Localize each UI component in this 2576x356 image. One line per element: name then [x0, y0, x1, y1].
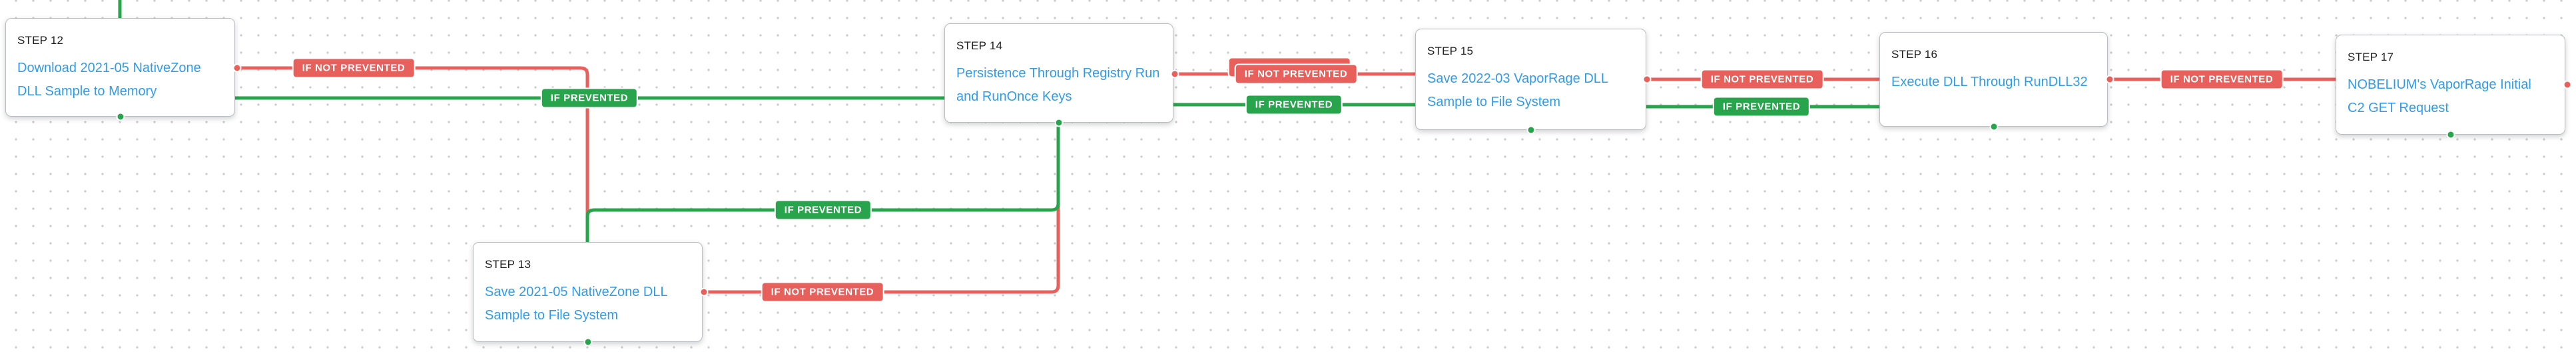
edge-step16-step17-red-source-dot[interactable]	[2105, 75, 2114, 84]
edge-step12-step13-red[interactable]	[237, 66, 589, 242]
step-scenario-link-step14[interactable]: Persistence Through Registry Run and Run…	[956, 66, 1160, 104]
edge-step12-step13-red-label[interactable]: IF NOT PREVENTED	[292, 57, 416, 79]
edge-step13-step14-green[interactable]	[585, 124, 1060, 242]
edge-step13-step14-red-source-dot[interactable]	[699, 287, 709, 297]
connector-port-green-step16[interactable]	[1989, 122, 1998, 131]
connector-port-green-step17[interactable]	[2446, 130, 2455, 139]
edge-step13-step14-red[interactable]	[704, 124, 1060, 294]
step-title-step17: STEP 17	[2348, 51, 2394, 63]
step-title-step14: STEP 14	[956, 39, 1003, 52]
connector-port-green-step14[interactable]	[1054, 118, 1064, 127]
edge-step15-step16-red-source-dot[interactable]	[1642, 75, 1652, 84]
step-scenario-link-step12[interactable]: Download 2021-05 NativeZone DLL Sample t…	[17, 61, 201, 99]
step-title-step16: STEP 16	[1891, 48, 1938, 61]
edge-step13-step14-red-label[interactable]: IF NOT PREVENTED	[761, 281, 884, 303]
connector-port-green-step12[interactable]	[116, 112, 125, 121]
step-title-step12: STEP 12	[17, 34, 64, 47]
step-title-step15: STEP 15	[1427, 45, 1474, 57]
edge-step17-out-red-source-dot[interactable]	[2563, 80, 2572, 89]
step-node-step17[interactable]: STEP 17 NOBELIUM's VaporRage Initial C2 G…	[2336, 35, 2565, 135]
step-scenario-link-step13[interactable]: Save 2021-05 NativeZone DLL Sample to Fi…	[485, 285, 668, 323]
step-scenario-link-step15[interactable]: Save 2022-03 VaporRage DLL Sample to Fil…	[1427, 71, 1609, 109]
step-title-step13: STEP 13	[485, 258, 531, 271]
edge-step13-step14-green-label[interactable]: IF PREVENTED	[774, 199, 872, 221]
step-node-step16[interactable]: STEP 16 Execute DLL Through RunDLL32	[1879, 32, 2108, 127]
step-node-step14[interactable]: STEP 14 Persistence Through Registry Run …	[944, 23, 1173, 123]
connector-port-green-step15[interactable]	[1526, 125, 1535, 135]
edge-step14-step15-red-label[interactable]: IF NOT PREVENTED	[1234, 63, 1358, 85]
step-scenario-link-step17[interactable]: NOBELIUM's VaporRage Initial C2 GET Requ…	[2348, 77, 2531, 115]
step-node-step13[interactable]: STEP 13 Save 2021-05 NativeZone DLL Sampl…	[473, 242, 703, 342]
edge-step14-step15-red-source-dot[interactable]	[1170, 69, 1179, 79]
edge-step16-step17-red-label[interactable]: IF NOT PREVENTED	[2160, 69, 2284, 90]
step-scenario-link-step16[interactable]: Execute DLL Through RunDLL32	[1891, 75, 2088, 89]
edge-step15-step16-red-label[interactable]: IF NOT PREVENTED	[1700, 69, 1824, 90]
edge-step12-step14-green-label[interactable]: IF PREVENTED	[540, 87, 639, 109]
step-node-step12[interactable]: STEP 12 Download 2021-05 NativeZone DLL S…	[5, 18, 235, 117]
edge-step15-step16-green-label[interactable]: IF PREVENTED	[1712, 96, 1811, 117]
edge-step14-step15-green-label[interactable]: IF PREVENTED	[1245, 94, 1343, 115]
edge-step12-step13-red-source-dot[interactable]	[232, 63, 242, 73]
step-node-step15[interactable]: STEP 15 Save 2022-03 VaporRage DLL Sample…	[1415, 29, 1646, 130]
connector-port-green-step13[interactable]	[583, 337, 592, 347]
